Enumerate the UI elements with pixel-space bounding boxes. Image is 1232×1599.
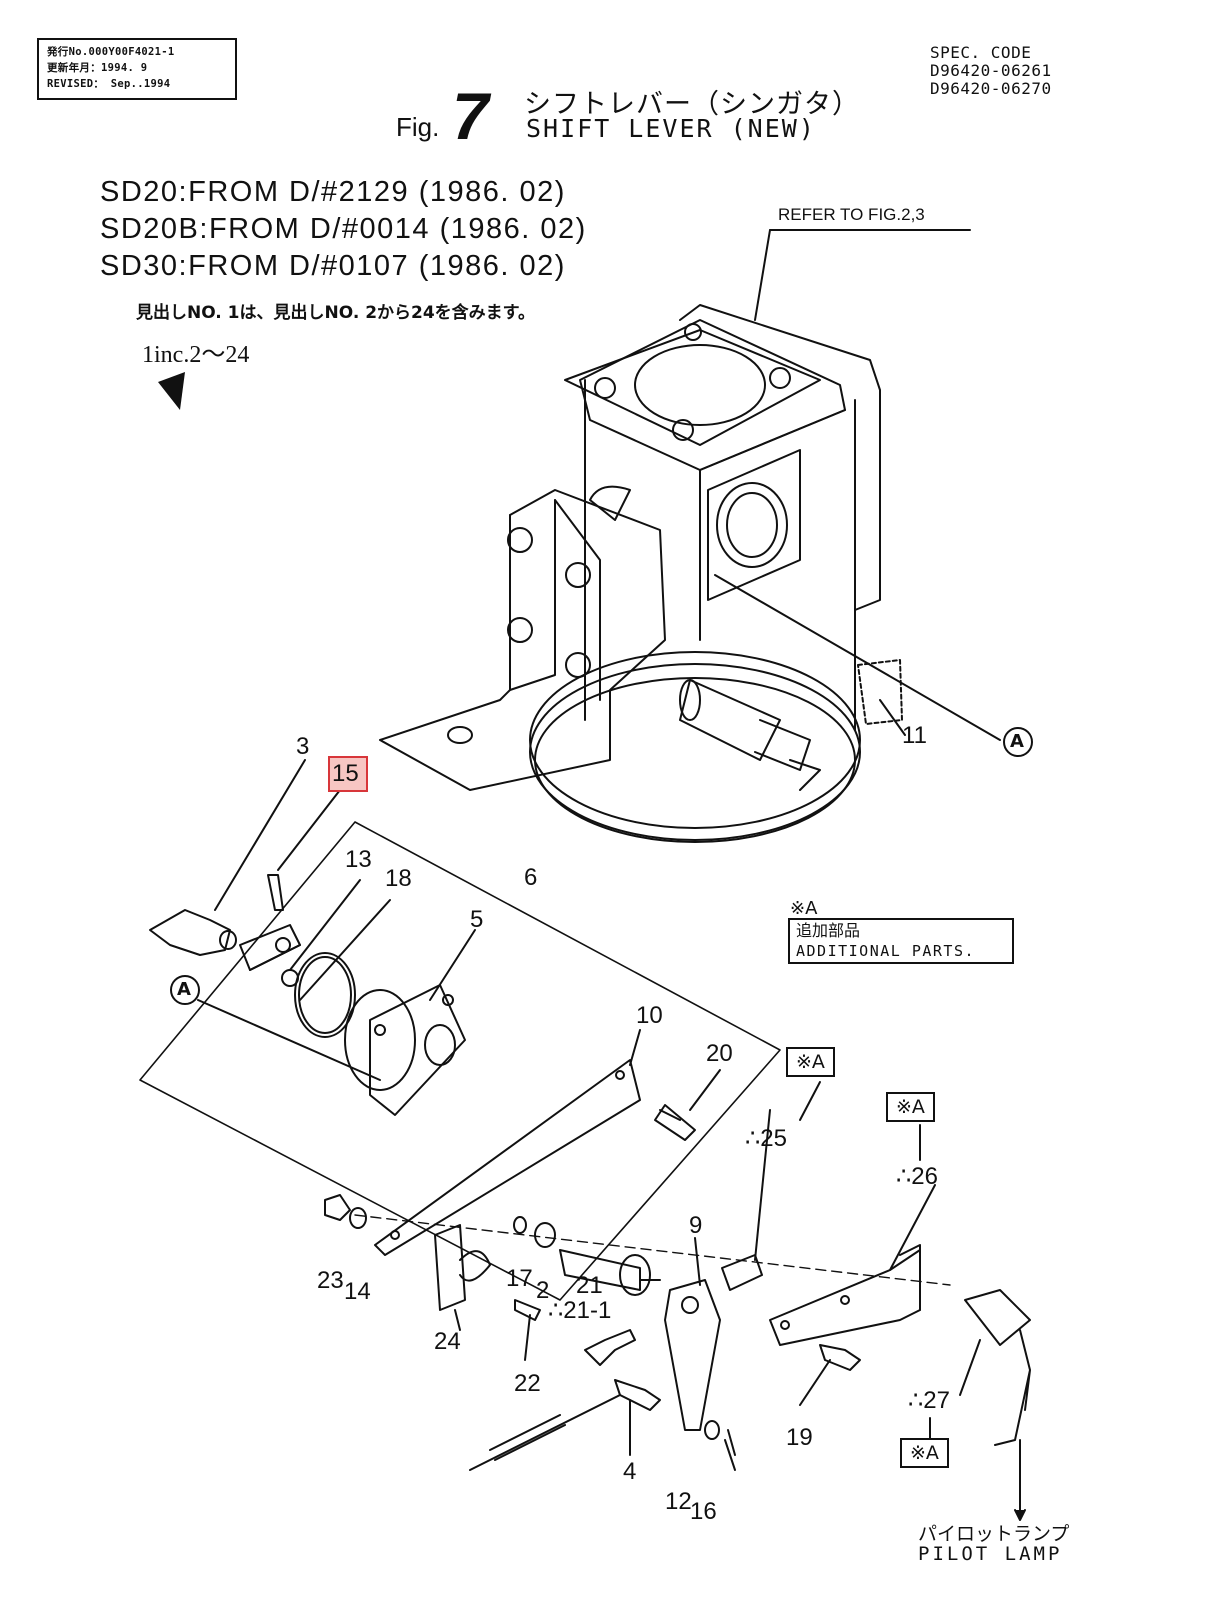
part-label-20: 20 — [706, 1040, 733, 1067]
serial-sd20: SD20:FROM D/#2129 (1986. 02) — [100, 176, 566, 208]
serial-sd20b: SD20B:FROM D/#0014 (1986. 02) — [100, 213, 587, 245]
part-label-23: 23 — [317, 1267, 344, 1294]
additional-parts-english: ADDITIONAL PARTS. — [796, 942, 976, 960]
pilot-lamp-english: PILOT LAMP — [918, 1543, 1063, 1565]
spec-code-label: SPEC. CODE — [930, 43, 1032, 62]
part-label-16: 16 — [690, 1498, 717, 1525]
additional-mark: ※A — [790, 898, 818, 919]
part-label-9: 9 — [689, 1212, 703, 1239]
part-label-25: ∴25 — [745, 1125, 787, 1152]
circle-ref-a-right: A — [1010, 731, 1024, 752]
part-label-14: 14 — [344, 1278, 371, 1305]
additional-parts-box: 追加部品 ADDITIONAL PARTS. — [788, 918, 1014, 964]
fig-number: 7 — [452, 79, 489, 153]
part-label-19: 19 — [786, 1424, 813, 1451]
part-label-27: ∴27 — [908, 1387, 950, 1414]
part-label-6: 6 — [524, 864, 538, 891]
pilot-lamp-label: パイロットランプ PILOT LAMP — [918, 1524, 1069, 1564]
part-label-17: 17 — [506, 1265, 533, 1292]
spec-code-2: D96420-06270 — [930, 79, 1052, 98]
part-label-21: 21 — [576, 1272, 603, 1299]
lever-part-3 — [149, 909, 237, 956]
cover-part-5 — [344, 984, 466, 1116]
revised-date: REVISED： Sep..1994 — [47, 78, 171, 90]
callout-box-a-25: ※A — [786, 1047, 835, 1077]
fig-label: Fig. — [396, 112, 440, 142]
serial-sd30: SD30:FROM D/#0107 (1986. 02) — [100, 250, 566, 282]
highlighted-part-label: 15 — [332, 760, 359, 787]
part-label-4: 4 — [623, 1458, 637, 1485]
highlighted-part-15[interactable]: 15 — [328, 756, 368, 792]
transmission-housing — [529, 304, 903, 843]
part-label-11: 11 — [902, 722, 927, 749]
mounting-bracket — [379, 485, 666, 791]
part-label-26: ∴26 — [896, 1163, 938, 1190]
part-label-22: 22 — [514, 1370, 541, 1397]
refer-to-fig-label: REFER TO FIG.2,3 — [778, 205, 925, 224]
issue-number: 発行No.000Y00F4021-1 — [47, 46, 175, 58]
part-label-18: 18 — [385, 865, 412, 892]
part-label-13: 13 — [345, 846, 372, 873]
note-english: 1inc.2～24 — [142, 342, 250, 368]
part-label-2: 2 — [536, 1277, 550, 1304]
part-label-21-1: ∴21-1 — [548, 1297, 612, 1324]
part-label-5: 5 — [470, 906, 484, 933]
title-japanese: シフトレバー（シンガタ） — [524, 89, 860, 120]
title-english: SHIFT LEVER (NEW) — [526, 114, 816, 143]
part-label-10: 10 — [636, 1002, 663, 1029]
note-japanese: 見出しNO. 1は、見出しNO. 2から24を含みます。 — [136, 303, 535, 323]
spec-code-1: D96420-06261 — [930, 61, 1052, 80]
part-label-3: 3 — [296, 733, 310, 760]
pilot-lamp-japanese: パイロットランプ — [918, 1523, 1070, 1545]
update-date: 更新年月：1994. 9 — [47, 62, 148, 74]
spec-code-block: SPEC. CODE D96420-06261 D96420-06270 — [930, 44, 1052, 98]
document-info-box: 発行No.000Y00F4021-1 更新年月：1994. 9 REVISED：… — [37, 38, 237, 100]
callout-box-a-27: ※A — [900, 1438, 949, 1468]
circle-ref-a-left: A — [177, 979, 191, 1000]
callout-box-a-26: ※A — [886, 1092, 935, 1122]
part-label-12: 12 — [665, 1488, 692, 1515]
shaft-fitting — [679, 679, 821, 791]
additional-parts-japanese: 追加部品 — [796, 921, 861, 940]
part-label-24: 24 — [434, 1328, 461, 1355]
